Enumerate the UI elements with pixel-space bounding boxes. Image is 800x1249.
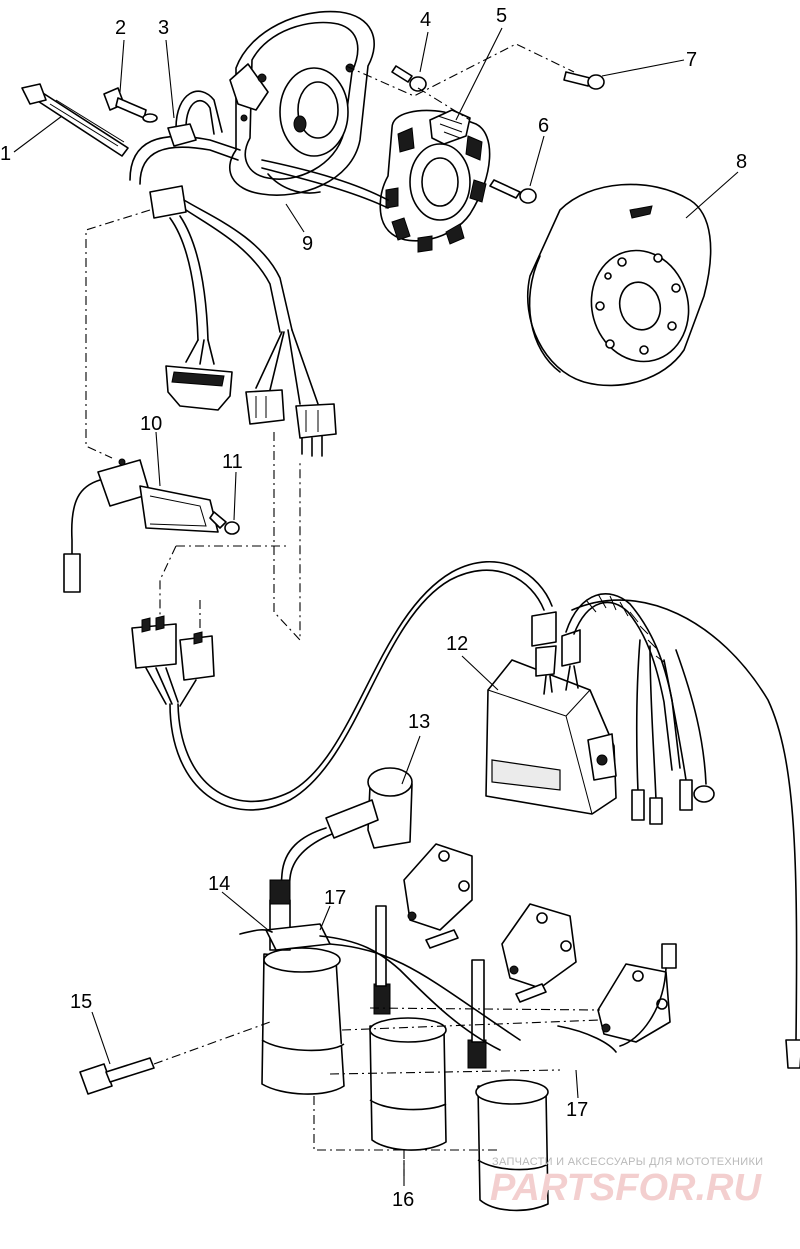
stator-plate bbox=[229, 10, 375, 196]
callout-10: 10 bbox=[140, 413, 162, 435]
centerline-a bbox=[85, 209, 151, 459]
callout-2: 2 bbox=[115, 17, 126, 39]
screw-11 bbox=[209, 511, 240, 535]
harness-connector-a bbox=[165, 365, 233, 411]
centerline-g bbox=[153, 1021, 271, 1065]
stator-lead bbox=[261, 159, 389, 201]
plug-terminals bbox=[425, 929, 677, 1053]
centerline-h bbox=[329, 1007, 601, 1075]
harness-loop bbox=[129, 90, 241, 185]
screw-4 bbox=[391, 65, 427, 92]
centerline-e bbox=[345, 43, 575, 97]
callout-14: 14 bbox=[208, 873, 230, 895]
screw-7 bbox=[563, 71, 605, 90]
connector-cluster bbox=[131, 615, 215, 707]
ignition-coil-1 bbox=[261, 879, 345, 1095]
cable-tie bbox=[21, 83, 129, 157]
watermark-caption: ЗАПЧАСТИ И АКСЕССУАРЫ ДЛЯ МОТОТЕХНИКИ bbox=[492, 1156, 763, 1168]
callout-9: 9 bbox=[302, 233, 313, 255]
leader-lines bbox=[13, 27, 739, 1186]
harness-connector-b bbox=[245, 389, 337, 457]
screw-6 bbox=[489, 179, 537, 204]
ignition-coil-3 bbox=[467, 959, 549, 1212]
callout-labels: 1 2 3 4 5 7 6 8 9 10 11 12 13 14 17 15 1… bbox=[0, 5, 747, 1211]
callout-5: 5 bbox=[496, 5, 507, 27]
callout-17-bottom: 17 bbox=[566, 1099, 588, 1121]
callout-7: 7 bbox=[686, 49, 697, 71]
callout-4: 4 bbox=[420, 9, 431, 31]
cdi-connectors bbox=[531, 611, 581, 695]
stator-harness bbox=[149, 185, 319, 405]
watermark-brand: PARTSFOR.RU bbox=[490, 1167, 762, 1209]
callout-17-top: 17 bbox=[324, 887, 346, 909]
flywheel bbox=[526, 183, 712, 387]
callout-8: 8 bbox=[736, 151, 747, 173]
coil-bracket-2 bbox=[501, 903, 577, 989]
cdi-module bbox=[485, 659, 617, 815]
callout-6: 6 bbox=[538, 115, 549, 137]
centerline-c bbox=[159, 545, 290, 620]
screw-15 bbox=[79, 1057, 155, 1095]
callout-12: 12 bbox=[446, 633, 468, 655]
callout-1: 1 bbox=[0, 143, 11, 165]
coil-bracket-1 bbox=[403, 843, 473, 931]
cdi-output-harness bbox=[565, 593, 800, 1069]
callout-16: 16 bbox=[392, 1189, 414, 1211]
spark-plug-cap bbox=[279, 767, 413, 901]
stator-lead-2 bbox=[261, 167, 389, 209]
stator-screw bbox=[103, 87, 158, 123]
coil-bracket-3 bbox=[597, 963, 671, 1043]
stator-coil bbox=[379, 109, 491, 253]
main-cable bbox=[169, 569, 545, 811]
centerline-b bbox=[273, 432, 301, 642]
callout-11: 11 bbox=[222, 451, 243, 473]
callout-15: 15 bbox=[70, 991, 92, 1013]
regulator-10 bbox=[63, 458, 219, 593]
main-cable-2 bbox=[177, 561, 553, 803]
watermark: ЗАПЧАСТИ И АКСЕССУАРЫ ДЛЯ МОТОТЕХНИКИ PA… bbox=[490, 1156, 763, 1209]
callout-13: 13 bbox=[408, 711, 430, 733]
coil-harness-bar bbox=[239, 923, 521, 1051]
ignition-coil-2 bbox=[369, 905, 447, 1151]
callout-3: 3 bbox=[158, 17, 169, 39]
